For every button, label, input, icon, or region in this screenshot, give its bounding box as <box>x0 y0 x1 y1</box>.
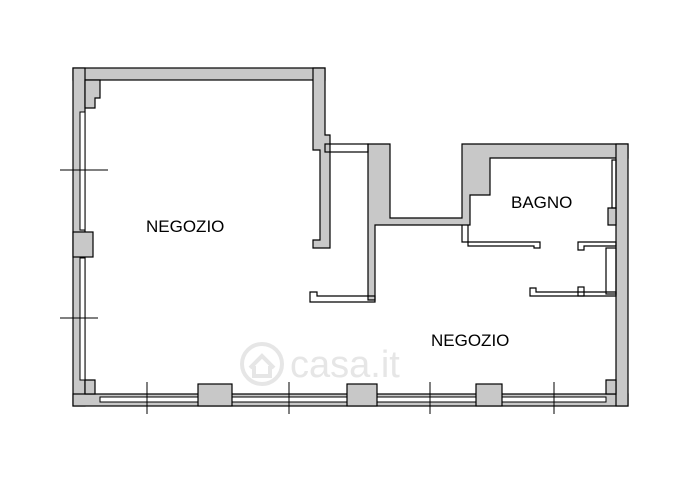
watermark: casa.it <box>240 342 400 386</box>
house-icon <box>240 342 284 386</box>
room-label-bagno: BAGNO <box>511 193 572 212</box>
inner-partitions <box>309 159 617 303</box>
bottom-windows <box>99 382 607 414</box>
room-label-negozio: NEGOZIO <box>146 217 224 236</box>
room-label-negozio: NEGOZIO <box>431 331 509 350</box>
left-windows <box>60 111 108 381</box>
watermark-text: casa.it <box>290 344 400 386</box>
